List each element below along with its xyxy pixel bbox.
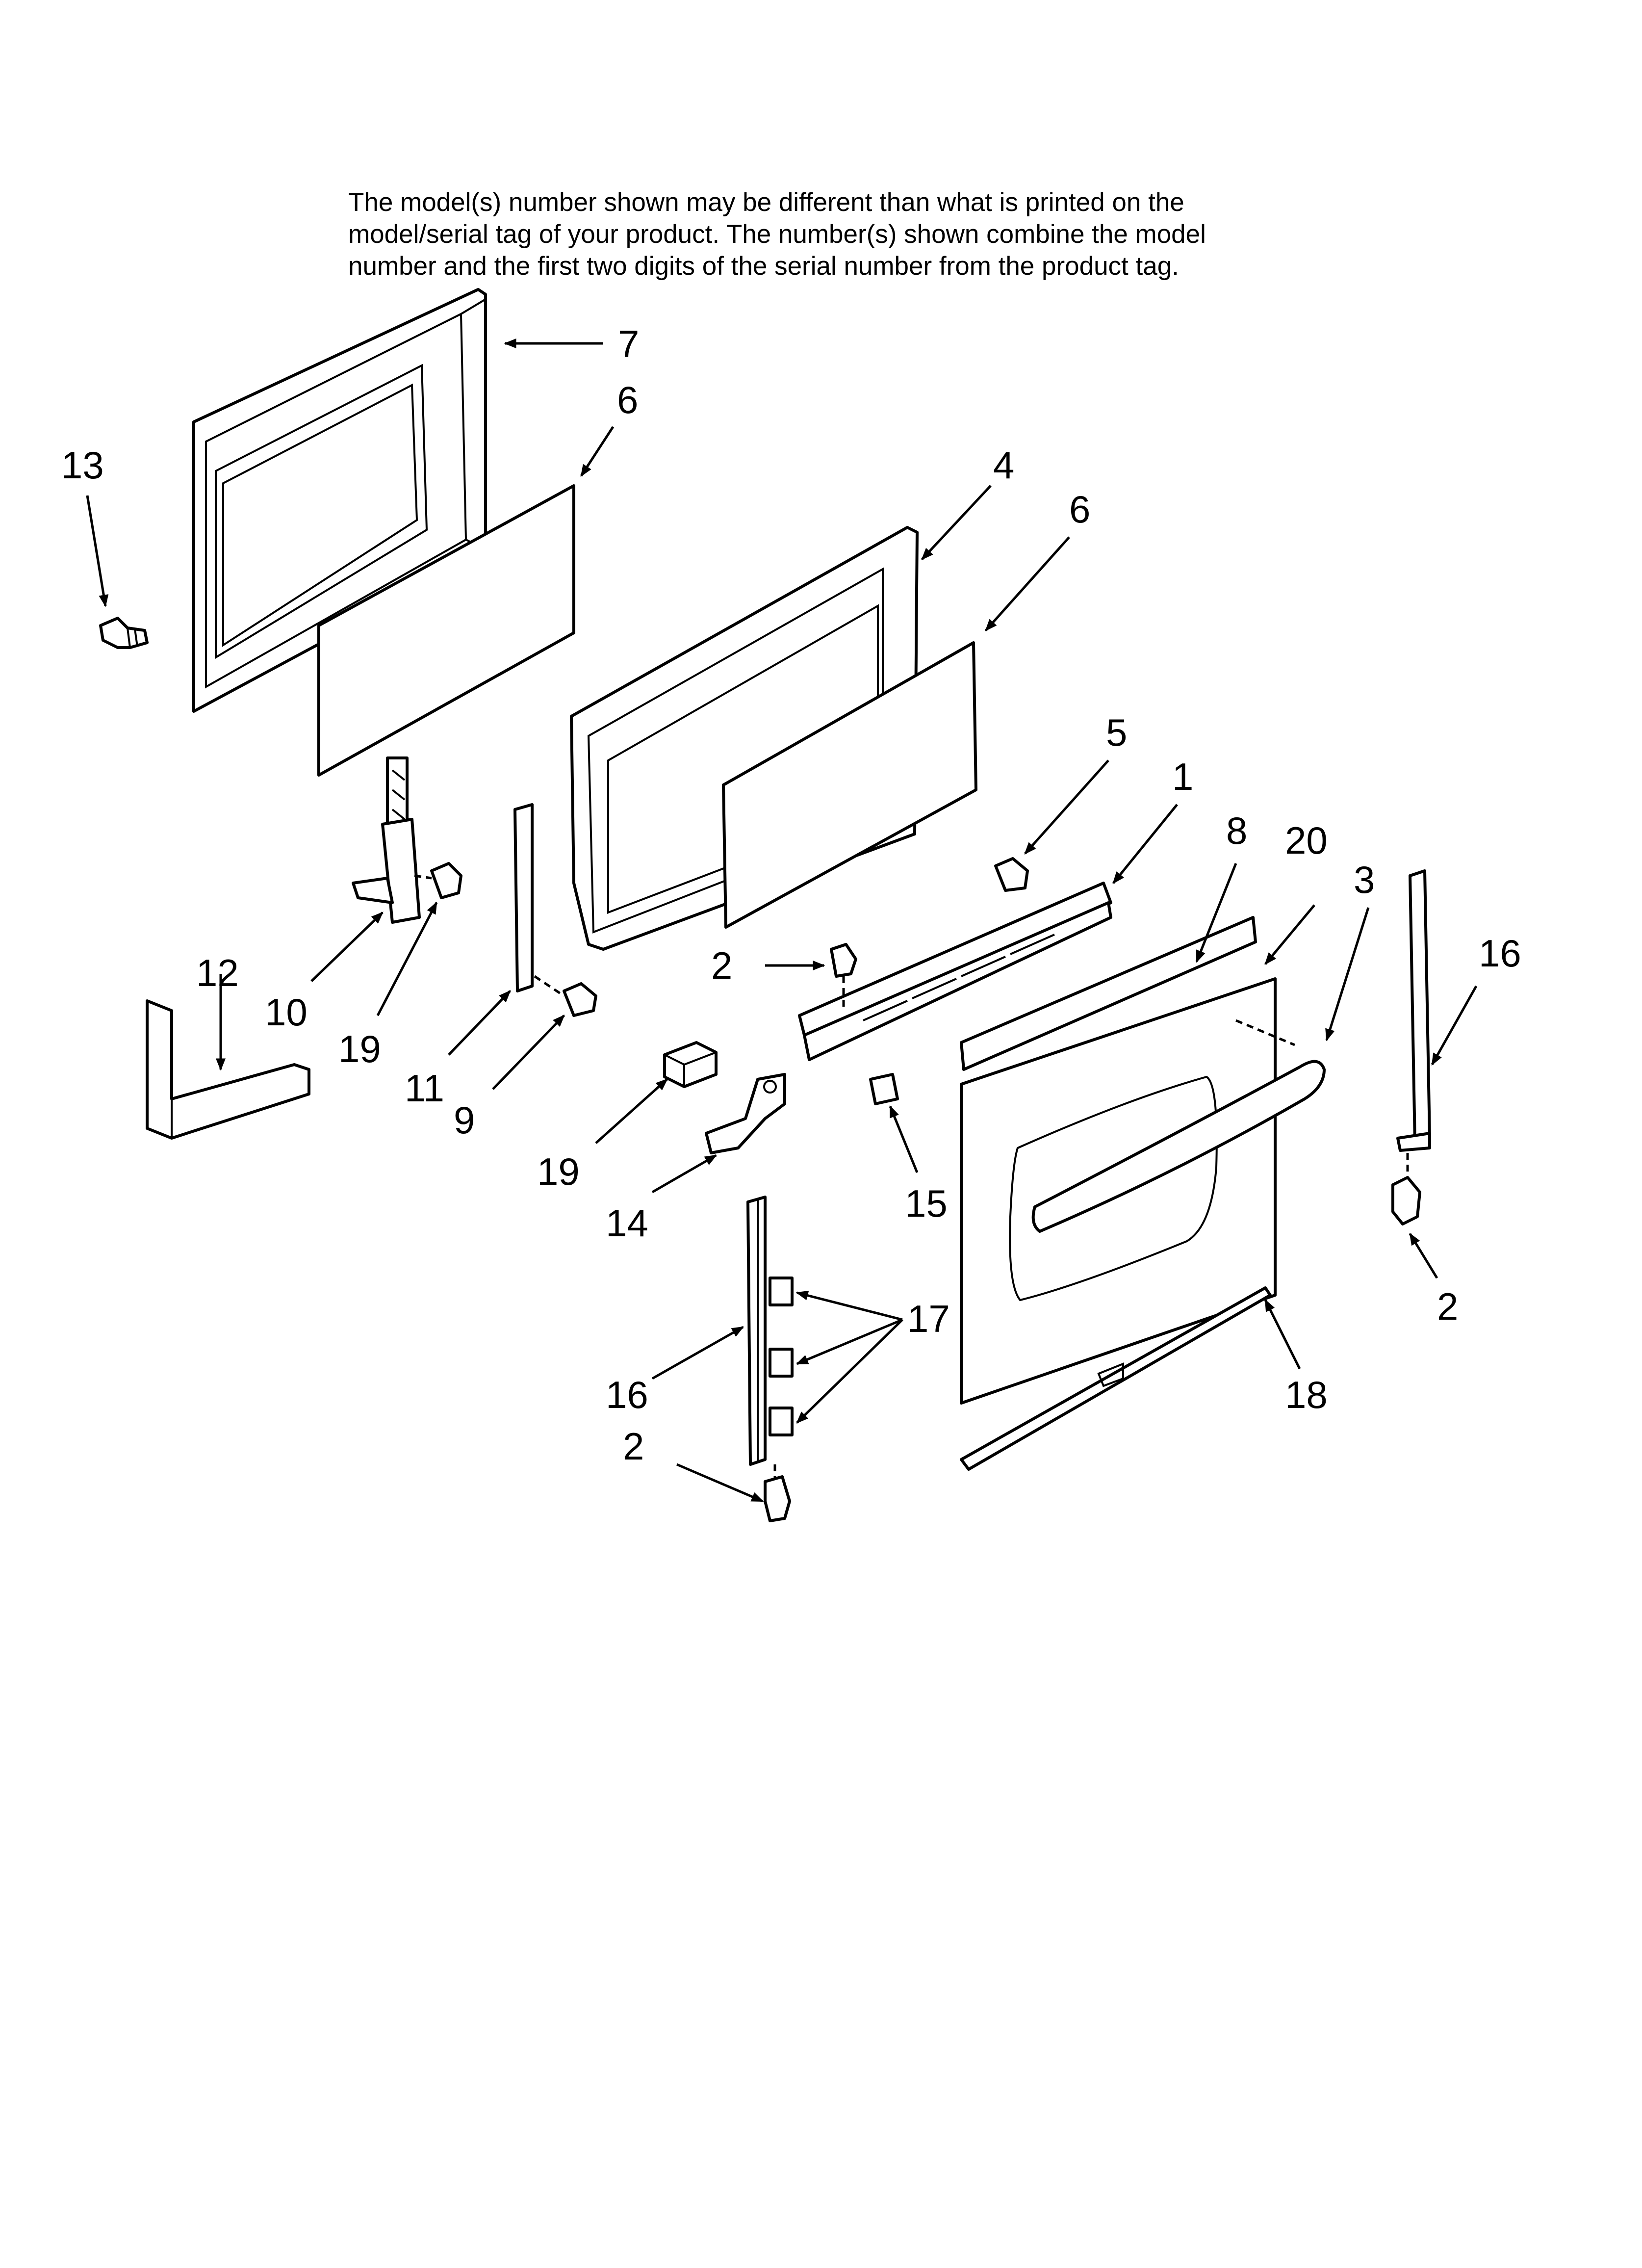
part-19-screw-hinge[interactable]	[414, 862, 462, 899]
part-19-block[interactable]	[663, 1041, 718, 1088]
part-14-bracket[interactable]	[705, 1073, 786, 1154]
part-18-bottom-rail[interactable]	[960, 1286, 1272, 1471]
disclaimer-line-2: model/serial tag of your product. The nu…	[348, 220, 1206, 249]
callout-14: 14	[606, 1201, 648, 1245]
part-9-screw[interactable]	[534, 975, 597, 1017]
part-6-glass-panel-lower[interactable]	[722, 641, 977, 929]
callout-8: 8	[1226, 809, 1247, 852]
part-15-clip[interactable]	[869, 1073, 899, 1105]
callout-5: 5	[1106, 711, 1127, 754]
part-5-screw[interactable]	[994, 857, 1029, 892]
model-number-disclaimer: The model(s) number shown may be differe…	[348, 186, 1378, 282]
part-1-vent-trim[interactable]	[798, 882, 1112, 1061]
callout-6-lower: 6	[1069, 488, 1090, 531]
callout-2-bottom: 2	[623, 1425, 644, 1468]
callout-1: 1	[1172, 755, 1193, 798]
callout-19-upper: 19	[338, 1027, 381, 1070]
disclaimer-line-3: number and the first two digits of the s…	[348, 252, 1179, 281]
callout-4: 4	[993, 443, 1014, 487]
callout-12: 12	[196, 951, 239, 994]
part-7-inner-door-frame[interactable]	[192, 288, 487, 713]
part-10-hinge[interactable]	[352, 756, 421, 924]
part-12-bottom-trim[interactable]	[146, 999, 310, 1140]
part-3-door-handle[interactable]	[1031, 1019, 1326, 1233]
part-2-screw-bottom[interactable]	[764, 1464, 791, 1522]
callout-20: 20	[1285, 819, 1328, 862]
callout-15: 15	[905, 1182, 948, 1225]
callout-17: 17	[907, 1297, 950, 1340]
part-8-trim-strip[interactable]	[960, 916, 1257, 1071]
part-16-side-rail-center[interactable]	[746, 1196, 767, 1466]
part-2-screw-center[interactable]	[830, 943, 857, 1011]
callout-7: 7	[618, 322, 639, 365]
leader-lines	[86, 339, 1478, 1503]
callout-18: 18	[1285, 1373, 1328, 1416]
callout-19-lower: 19	[537, 1150, 580, 1193]
callout-2-right: 2	[1437, 1285, 1458, 1328]
callout-13: 13	[61, 443, 104, 487]
part-16-side-rail-right[interactable]	[1396, 869, 1431, 1152]
part-2-screw-right[interactable]	[1391, 1153, 1421, 1225]
part-13-screw[interactable]	[99, 617, 149, 649]
callout-6-upper: 6	[617, 378, 638, 421]
callout-10: 10	[265, 991, 308, 1034]
part-11-side-trim[interactable]	[513, 803, 534, 992]
callout-16-center: 16	[606, 1373, 648, 1416]
callout-9: 9	[454, 1098, 475, 1142]
part-17-pads[interactable]	[769, 1277, 794, 1436]
callout-11: 11	[405, 1067, 444, 1110]
callout-2-center: 2	[711, 944, 732, 987]
callout-labels: 7 6 13 4 6 5 1 8 20 3 16 2 12 10 19 11 9…	[61, 322, 1521, 1468]
disclaimer-line-1: The model(s) number shown may be differe…	[348, 188, 1184, 217]
part-6-glass-panel-upper[interactable]	[317, 484, 575, 777]
callout-3: 3	[1354, 858, 1375, 901]
callout-16-right: 16	[1479, 932, 1521, 975]
